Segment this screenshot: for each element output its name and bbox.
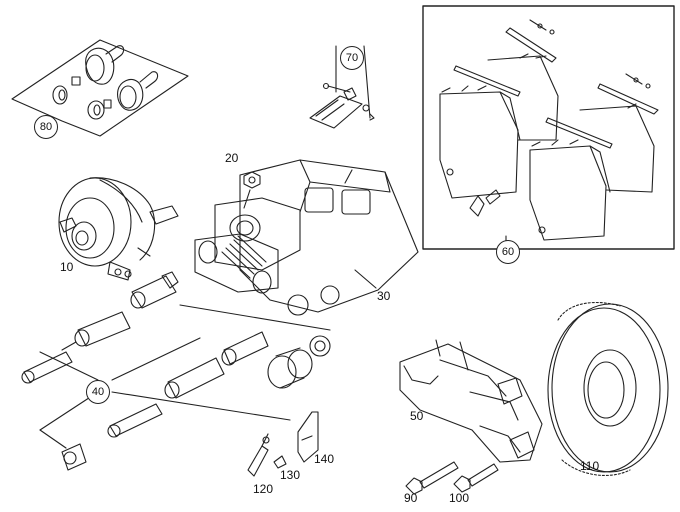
label-part-30: 30 — [377, 289, 391, 303]
bolt-90 — [405, 461, 459, 495]
label-part-10: 10 — [60, 260, 74, 274]
brake-disc-110 — [547, 301, 669, 476]
label-part-140: 140 — [314, 452, 335, 466]
kit-70-parts — [309, 45, 375, 129]
callout-part-40: 40 — [86, 380, 110, 404]
callout-part-60: 60 — [496, 240, 520, 264]
nut-20 — [243, 171, 261, 209]
caliper-30 — [194, 159, 419, 316]
guide-pins-40 — [21, 271, 331, 471]
label-part-90: 90 — [404, 491, 418, 505]
pad-set-60 — [422, 5, 675, 250]
label-part-20: 20 — [225, 151, 239, 165]
label-part-130: 130 — [280, 468, 301, 482]
kit-80-outline — [11, 39, 189, 137]
callout-part-70: 70 — [340, 46, 364, 70]
label-part-120: 120 — [253, 482, 274, 496]
label-part-100: 100 — [449, 491, 470, 505]
carrier-bracket-50 — [399, 339, 543, 463]
label-part-110: 110 — [580, 459, 600, 473]
bolt-100 — [453, 463, 499, 493]
label-part-50: 50 — [410, 409, 424, 423]
callout-part-80: 80 — [34, 115, 58, 139]
brake-chamber-10 — [58, 177, 179, 281]
sensor-parts — [247, 411, 319, 477]
